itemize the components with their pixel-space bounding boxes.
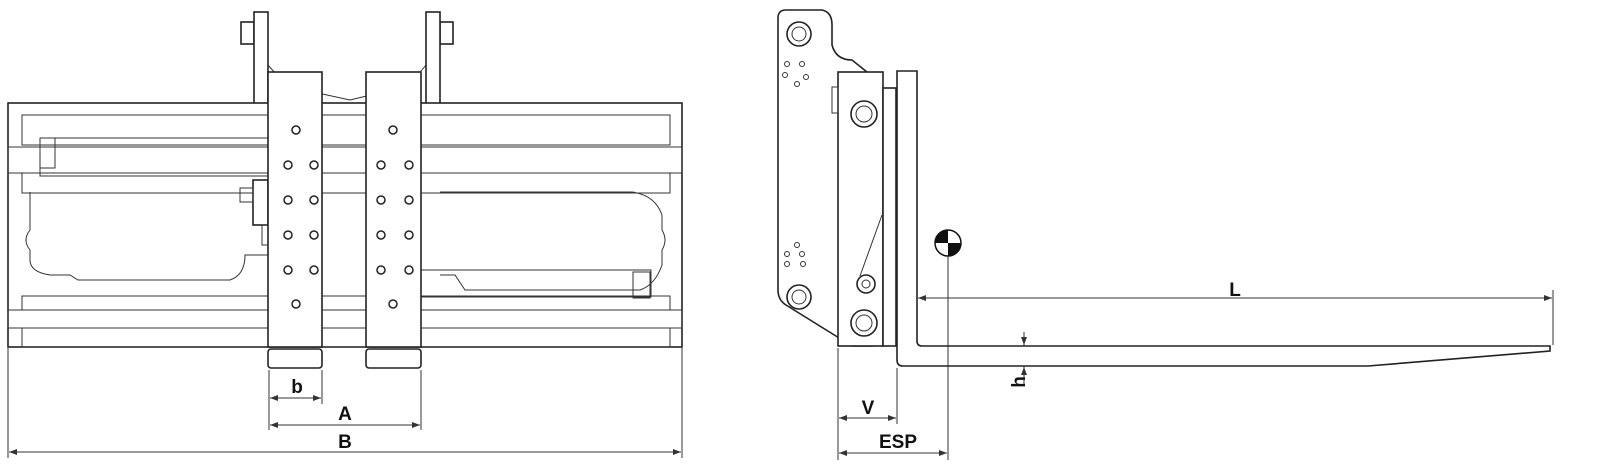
label-L: L — [1229, 280, 1241, 301]
bolt — [376, 195, 386, 205]
hole — [784, 251, 790, 257]
hole — [800, 261, 806, 267]
dimension-h: h — [1009, 332, 1030, 388]
label-ESP: ESP — [879, 432, 917, 453]
label-A: A — [338, 404, 352, 425]
hole — [799, 251, 805, 257]
bolt — [376, 160, 386, 170]
hole — [803, 74, 809, 80]
front-view — [7, 11, 683, 369]
bolt — [404, 160, 414, 170]
center-of-gravity-icon — [934, 229, 962, 257]
side-view — [777, 9, 1551, 367]
label-h: h — [1009, 376, 1030, 388]
bolt — [283, 265, 293, 275]
bolt — [376, 230, 386, 240]
bolt — [283, 230, 293, 240]
bolt — [404, 195, 414, 205]
dimension-V: V — [837, 348, 898, 460]
bolt — [309, 265, 319, 275]
bolt — [309, 195, 319, 205]
top-hook-left — [240, 11, 351, 111]
hole — [784, 61, 790, 67]
bolt — [309, 160, 319, 170]
label-B: B — [338, 432, 352, 453]
carriage-frame — [7, 102, 683, 348]
dimension-L: L — [918, 280, 1554, 345]
label-b: b — [291, 377, 303, 398]
bolt — [388, 125, 398, 135]
hole — [799, 61, 805, 67]
frame-opening-right — [440, 191, 666, 291]
dimension-ESP: ESP — [839, 256, 949, 460]
frame-opening-left — [25, 192, 268, 281]
fork-plate-left — [267, 71, 323, 369]
bolt — [404, 265, 414, 275]
bolt — [388, 299, 398, 309]
bolt — [283, 195, 293, 205]
bolt — [404, 230, 414, 240]
bolt — [283, 160, 293, 170]
fork-plate-right — [365, 71, 422, 369]
bolt — [291, 125, 301, 135]
hole — [784, 261, 790, 267]
hole-pattern — [782, 61, 809, 267]
bolt — [291, 299, 301, 309]
plate-bolts — [283, 125, 414, 309]
bolt — [309, 230, 319, 240]
hole — [782, 72, 788, 78]
dimension-b: b — [268, 370, 323, 430]
bolt — [376, 265, 386, 275]
label-V: V — [862, 398, 875, 419]
hole — [794, 242, 800, 248]
fork — [896, 70, 1551, 367]
valve-block — [252, 179, 269, 226]
dimension-A: A — [270, 370, 422, 430]
hole — [794, 81, 800, 87]
dimension-B: B — [7, 348, 683, 458]
